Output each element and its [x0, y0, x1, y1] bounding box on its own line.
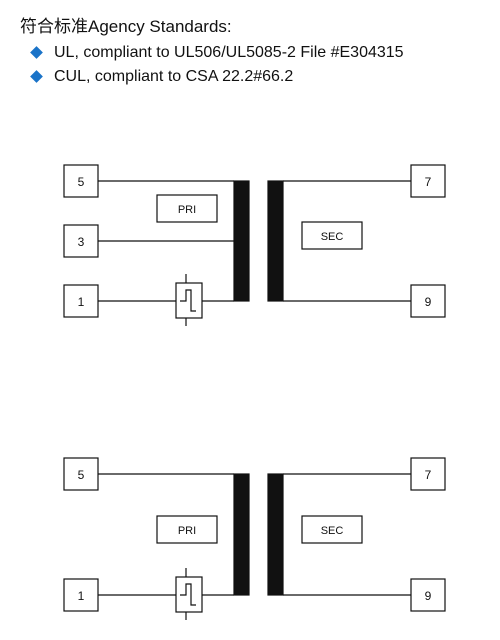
- pin-box: [410, 457, 446, 491]
- transformer-diagram-2: [63, 457, 446, 620]
- standard-item: UL, compliant to UL506/UL5085-2 File #E3…: [30, 44, 404, 62]
- pin-box: [410, 578, 446, 612]
- standard-item: CUL, compliant to CSA 22.2#66.2: [30, 68, 293, 86]
- pri-label-box: [156, 515, 218, 544]
- pri-label: PRI: [178, 525, 196, 537]
- transformer-diagram-1: [63, 164, 446, 326]
- pri-label: PRI: [178, 204, 196, 216]
- fuse-symbol-icon: [180, 289, 196, 312]
- secondary-core-bar: [267, 180, 284, 302]
- pin-label: 9: [425, 589, 432, 603]
- standard-text: CUL, compliant to CSA 22.2#66.2: [54, 68, 294, 85]
- primary-core-bar: [233, 473, 250, 596]
- fuse-box: [175, 576, 203, 613]
- pin-box: [63, 284, 99, 318]
- standard-text: UL, compliant to UL506/UL5085-2 File #E3…: [54, 44, 404, 61]
- pin-box: [410, 284, 446, 318]
- page-title: 符合标准Agency Standards:: [20, 17, 232, 36]
- secondary-core-bar: [267, 473, 284, 596]
- sec-label: SEC: [321, 231, 344, 243]
- pin-label: 9: [425, 295, 432, 309]
- pin-label: 1: [78, 589, 85, 603]
- pin-label: 3: [78, 235, 85, 249]
- pin-label: 7: [425, 175, 432, 189]
- fuse-symbol-icon: [180, 583, 196, 606]
- pin-label: 5: [78, 175, 85, 189]
- primary-core-bar: [233, 180, 250, 302]
- pin-label: 1: [78, 295, 85, 309]
- pin-box: [410, 164, 446, 198]
- sec-label: SEC: [321, 525, 344, 537]
- pin-label: 5: [78, 468, 85, 482]
- pri-label-box: [156, 194, 218, 223]
- sec-label-box: [301, 515, 363, 544]
- pin-label: 7: [425, 468, 432, 482]
- sec-label-box: [301, 221, 363, 250]
- fuse-box: [175, 282, 203, 319]
